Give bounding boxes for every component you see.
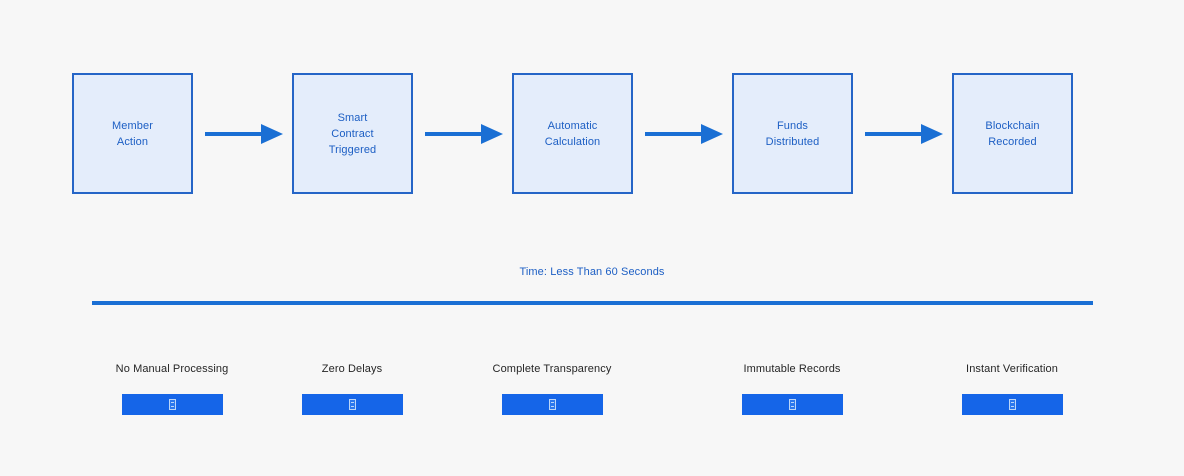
flow-node-label: Smart Contract Triggered [328, 111, 377, 156]
flow-node-automatic-calculation[interactable]: Automatic Calculation [512, 73, 633, 194]
arrow-right-icon [205, 122, 285, 146]
missing-glyph-icon [1008, 399, 1016, 410]
arrow-right-icon [425, 122, 505, 146]
benefit-label: Immutable Records [743, 363, 841, 375]
flow-node-label: Automatic Calculation [544, 119, 601, 148]
benefit-label: No Manual Processing [115, 363, 229, 375]
flow-node-label: Funds Distributed [765, 119, 820, 148]
benefit-label: Zero Delays [321, 363, 383, 375]
section-divider [92, 301, 1093, 305]
benefit-item: Instant Verification [912, 362, 1112, 415]
flow-node-smart-contract-triggered[interactable]: Smart Contract Triggered [292, 73, 413, 194]
flow-node-funds-distributed[interactable]: Funds Distributed [732, 73, 853, 194]
missing-glyph-icon [168, 399, 176, 410]
arrow-right-icon [865, 122, 945, 146]
benefit-item: Complete Transparency [452, 362, 652, 415]
missing-glyph-icon [548, 399, 556, 410]
flow-node-member-action[interactable]: Member Action [72, 73, 193, 194]
benefit-action-button[interactable] [741, 394, 843, 415]
benefit-item: No Manual Processing [72, 362, 272, 415]
arrow-right-icon [645, 122, 725, 146]
process-flow-row: Member Action Smart Contract Triggered A… [0, 73, 1184, 194]
benefit-item: Immutable Records [692, 362, 892, 415]
benefit-label: Complete Transparency [492, 363, 612, 375]
benefit-action-button[interactable] [961, 394, 1063, 415]
flow-node-label: Blockchain Recorded [985, 119, 1040, 148]
benefit-action-button[interactable] [501, 394, 603, 415]
benefit-item: Zero Delays [252, 362, 452, 415]
benefits-row: No Manual Processing Zero Delays Complet… [0, 362, 1184, 422]
missing-glyph-icon [348, 399, 356, 410]
time-caption: Time: Less Than 60 Seconds [519, 266, 665, 278]
flow-node-label: Member Action [112, 119, 153, 148]
missing-glyph-icon [788, 399, 796, 410]
flow-node-blockchain-recorded[interactable]: Blockchain Recorded [952, 73, 1073, 194]
benefit-label: Instant Verification [966, 363, 1058, 375]
benefit-action-button[interactable] [121, 394, 223, 415]
benefit-action-button[interactable] [301, 394, 403, 415]
